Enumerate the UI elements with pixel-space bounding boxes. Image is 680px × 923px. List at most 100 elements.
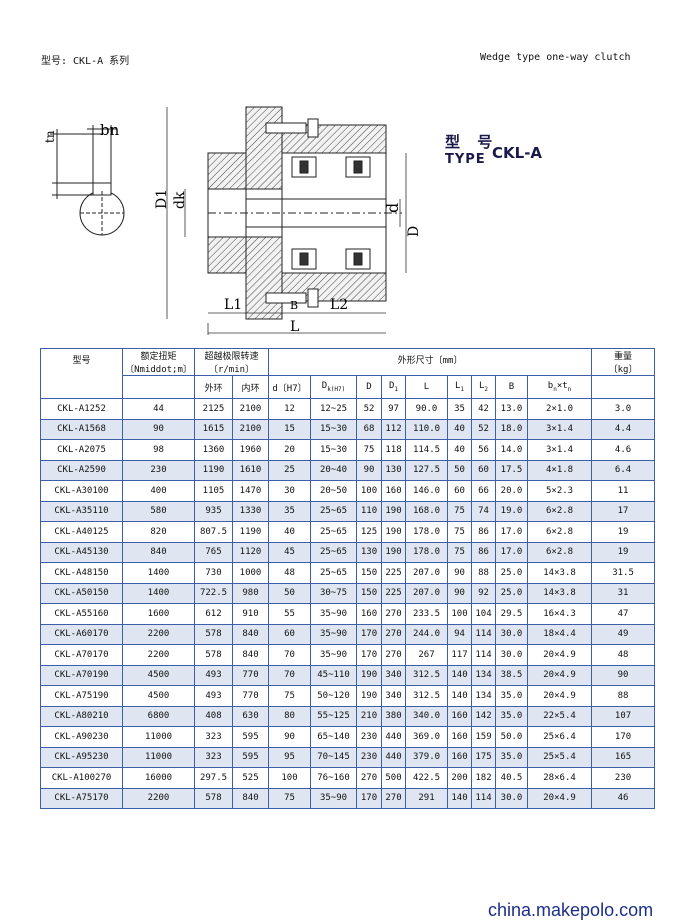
- table-cell: 175: [471, 746, 497, 768]
- table-cell: 270: [356, 767, 383, 789]
- header-speed: 超越极限转速〔r/min〕: [193, 348, 270, 376]
- table-cell: 88: [591, 685, 656, 707]
- table-cell: 94: [447, 623, 473, 645]
- header-dk-sub: k(H7): [327, 385, 346, 393]
- table-cell: 75: [356, 439, 383, 461]
- table-cell: 35~90: [310, 787, 358, 809]
- table-cell: 840: [231, 787, 270, 809]
- table-cell: 90: [591, 664, 656, 686]
- header-dk: Dk(H7): [310, 375, 358, 399]
- table-cell: 60: [268, 623, 312, 645]
- table-cell: 297.5: [194, 767, 233, 789]
- header-dk-main: D: [321, 381, 328, 392]
- table-cell: 422.5: [405, 767, 449, 789]
- header-B: B: [495, 375, 529, 399]
- table-cell: 6800: [122, 705, 195, 727]
- table-cell: 35.0: [495, 746, 529, 768]
- header-outer-ring: 外环: [194, 375, 233, 399]
- table-cell: CKL-A35110: [40, 500, 123, 522]
- table-cell: 100: [268, 767, 312, 789]
- table-cell: 60: [471, 459, 497, 481]
- table-cell: 140: [447, 664, 473, 686]
- table-cell: 578: [194, 623, 233, 645]
- table-cell: 107: [591, 705, 656, 727]
- table-cell: 722.5: [194, 582, 233, 604]
- table-cell: 19.0: [495, 500, 529, 522]
- table-cell: 578: [194, 644, 233, 666]
- header-dimensions: 外形尺寸〔mm〕: [268, 348, 593, 376]
- specification-table: 型号 额定扭矩〔Nmiddot;m〕 超越极限转速〔r/min〕 外形尺寸〔mm…: [40, 348, 656, 809]
- table-cell: 100: [447, 603, 473, 625]
- table-cell: 52: [356, 398, 383, 420]
- table-cell: CKL-A75170: [40, 787, 123, 809]
- table-cell: CKL-A90230: [40, 726, 123, 748]
- table-cell: 225: [381, 562, 407, 584]
- table-cell: 2200: [122, 623, 195, 645]
- table-cell: 160: [356, 603, 383, 625]
- table-cell: 19: [591, 541, 656, 563]
- table-cell: 6×2.8: [527, 521, 593, 543]
- table-cell: 160: [447, 726, 473, 748]
- table-cell: 159: [471, 726, 497, 748]
- table-cell: 612: [194, 603, 233, 625]
- table-cell: 80: [268, 705, 312, 727]
- table-cell: 48: [591, 644, 656, 666]
- L-label: L: [290, 319, 299, 335]
- table-cell: 20×4.9: [527, 787, 593, 809]
- table-cell: 493: [194, 664, 233, 686]
- table-cell: 90.0: [405, 398, 449, 420]
- table-cell: 20: [268, 439, 312, 461]
- table-cell: 1400: [122, 582, 195, 604]
- table-cell: 98: [122, 439, 195, 461]
- table-cell: 14.0: [495, 439, 529, 461]
- table-cell: 270: [381, 644, 407, 666]
- table-cell: CKL-A60170: [40, 623, 123, 645]
- header-bn-main: b: [547, 381, 554, 392]
- table-cell: 1360: [194, 439, 233, 461]
- table-cell: 380: [381, 705, 407, 727]
- table-cell: CKL-A1568: [40, 418, 123, 440]
- table-cell: 30.0: [495, 644, 529, 666]
- table-cell: 38.5: [495, 664, 529, 686]
- table-cell: 3.0: [591, 398, 656, 420]
- table-cell: 230: [356, 746, 383, 768]
- type-label-cn: 型 号: [445, 133, 499, 151]
- table-cell: 225: [381, 582, 407, 604]
- header-weight-unit: 〔kg〕: [608, 365, 638, 375]
- table-cell: 55: [268, 603, 312, 625]
- table-cell: 190: [381, 541, 407, 563]
- table-cell: 525: [231, 767, 270, 789]
- table-cell: 18×4.4: [527, 623, 593, 645]
- table-cell: 75: [447, 500, 473, 522]
- table-cell: 45: [268, 541, 312, 563]
- table-cell: 110.0: [405, 418, 449, 440]
- table-cell: 16000: [122, 767, 195, 789]
- table-cell: 230: [591, 767, 656, 789]
- header-L2-main: L: [478, 381, 485, 392]
- table-cell: 90: [447, 582, 473, 604]
- table-cell: CKL-A80210: [40, 705, 123, 727]
- table-cell: 267: [405, 644, 449, 666]
- table-cell: 70: [268, 644, 312, 666]
- table-cell: 44: [122, 398, 195, 420]
- table-cell: 5×2.3: [527, 480, 593, 502]
- table-cell: 35.0: [495, 685, 529, 707]
- table-cell: CKL-A100270: [40, 767, 123, 789]
- table-cell: 114.5: [405, 439, 449, 461]
- header-D1-main: D: [388, 381, 395, 392]
- table-cell: 2100: [231, 398, 270, 420]
- header-D: D: [356, 375, 383, 399]
- table-cell: 379.0: [405, 746, 449, 768]
- table-cell: 75: [268, 787, 312, 809]
- table-cell: 50: [447, 459, 473, 481]
- table-cell: 60: [447, 480, 473, 502]
- table-cell: 125: [356, 521, 383, 543]
- table-cell: 323: [194, 746, 233, 768]
- table-cell: 340.0: [405, 705, 449, 727]
- table-cell: 595: [231, 746, 270, 768]
- table-cell: 25~65: [310, 541, 358, 563]
- table-cell: 31.5: [591, 562, 656, 584]
- table-cell: 160: [447, 705, 473, 727]
